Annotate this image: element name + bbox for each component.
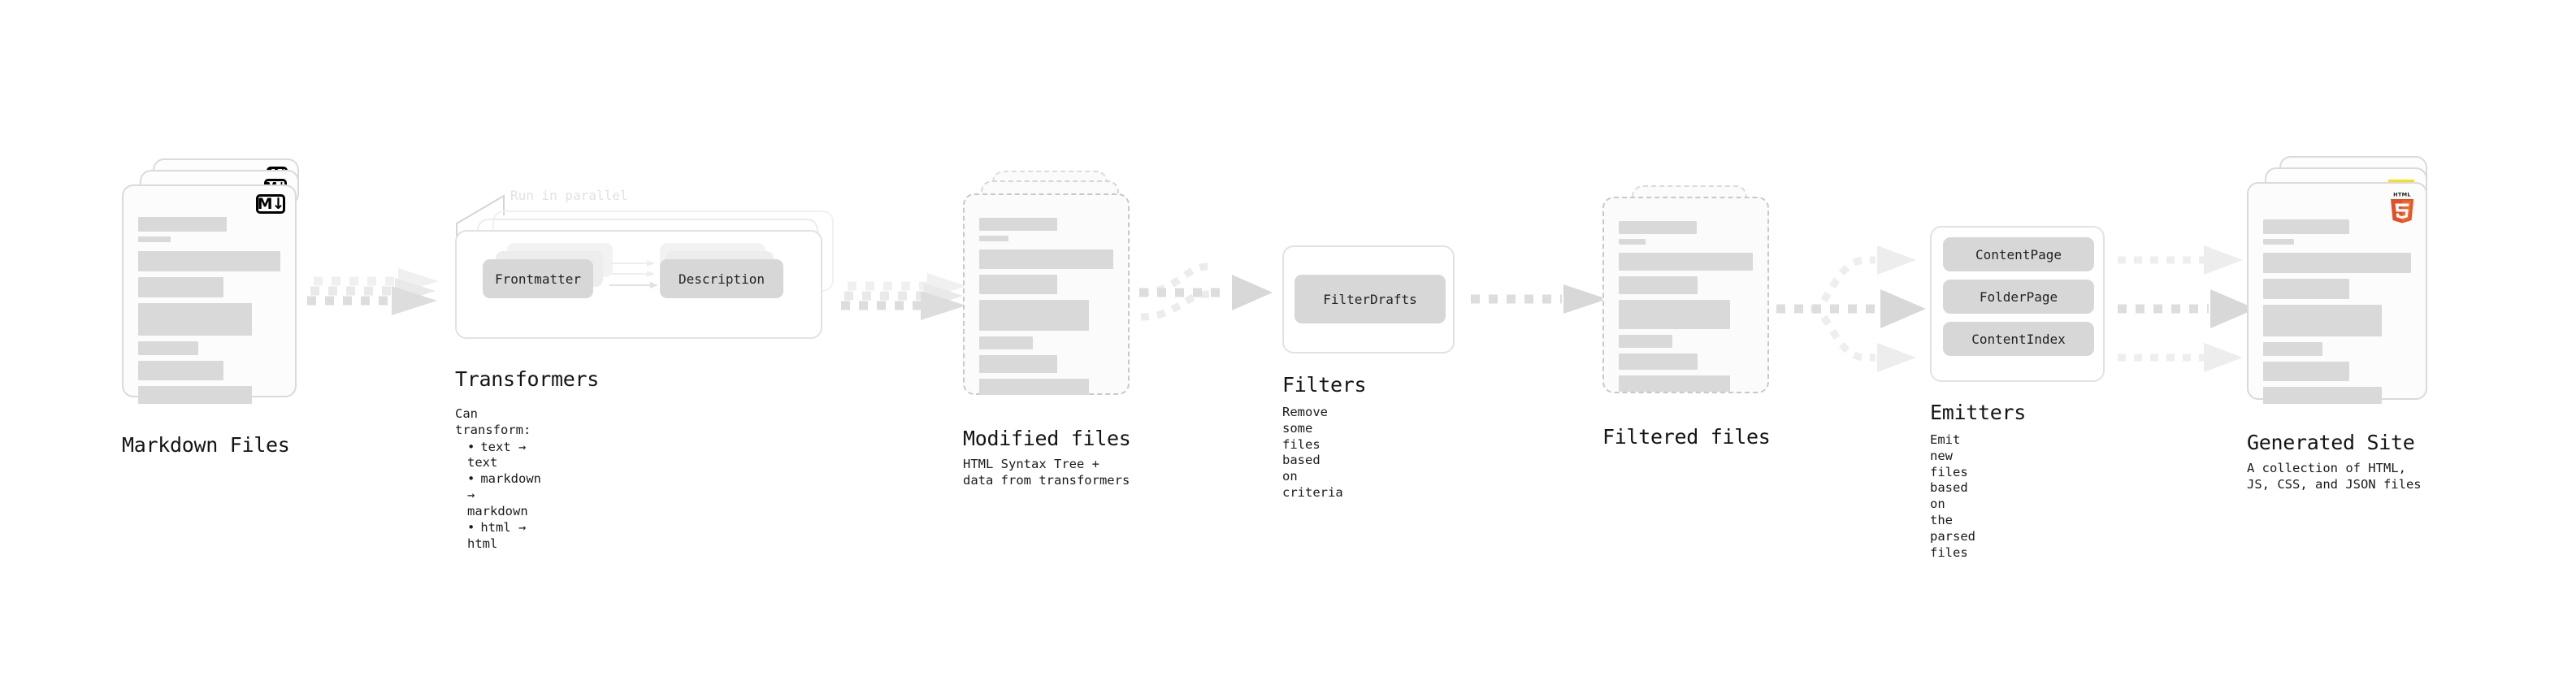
stage-title-markdown-files: Markdown Files <box>122 433 290 457</box>
list-item: markdown → markdown <box>467 471 541 519</box>
site-card-front-html: HTML <box>2247 182 2427 404</box>
modified-card-stack <box>963 171 1150 414</box>
transformers-capabilities-list: text → text markdown → markdown html → h… <box>455 440 541 553</box>
skeleton-bar <box>979 300 1090 331</box>
arrow-modified-to-filters-merge <box>1139 262 1273 321</box>
skeleton-bar <box>1619 335 1672 348</box>
run-in-parallel-label: Run in parallel <box>510 188 628 203</box>
markdown-card-front: M↓ <box>122 184 297 404</box>
skeleton-bar <box>1619 239 1646 245</box>
arrow-markdown-to-transformers <box>307 268 439 315</box>
transformer-group-box: Frontmatter Description <box>455 230 822 339</box>
filtered-card-skeleton <box>1619 221 1753 392</box>
list-item: text → text <box>467 440 541 472</box>
skeleton-bar <box>979 218 1057 231</box>
modified-card-front <box>963 193 1130 395</box>
list-item: html → html <box>467 520 541 553</box>
run-in-parallel-bracket <box>456 194 505 241</box>
stage-subtitle-generated-site: A collection of HTML, JS, CSS, and JSON … <box>2247 461 2422 492</box>
stage-markdown-files: M↓ M↓ M↓ Markdown Fi <box>122 158 317 457</box>
chip-filterdrafts[interactable]: FilterDrafts <box>1295 275 1446 323</box>
skeleton-bar <box>138 277 223 297</box>
skeleton-bar <box>2263 219 2349 234</box>
html5-logo: HTML <box>2388 190 2416 223</box>
arrow-filtered-to-emitters-fanout <box>1776 245 1926 372</box>
skeleton-bar <box>138 217 227 232</box>
skeleton-bar <box>1619 300 1730 329</box>
stage-subtitle-modified-files: HTML Syntax Tree + data from transformer… <box>963 457 1130 488</box>
skeleton-bar <box>138 251 280 271</box>
stage-title-filters: Filters <box>1282 373 1367 397</box>
skeleton-bar <box>2263 342 2322 356</box>
skeleton-bar <box>138 341 198 355</box>
transformers-capabilities-lead: Can transform: <box>455 406 531 437</box>
stage-filtered-files: Filtered files <box>1602 185 1781 449</box>
skeleton-bar <box>138 361 223 380</box>
markdown-card-stack: M↓ M↓ M↓ <box>122 158 317 419</box>
filtered-card-stack <box>1602 185 1781 413</box>
arrow-filters-to-filtered <box>1471 284 1607 314</box>
skeleton-bar <box>2263 387 2382 404</box>
skeleton-bar <box>1619 276 1698 294</box>
skeleton-bar <box>138 236 171 242</box>
stage-title-emitters: Emitters <box>1930 401 2027 424</box>
skeleton-bar <box>979 275 1057 294</box>
chip-contentindex[interactable]: ContentIndex <box>1943 322 2094 356</box>
skeleton-bar <box>979 336 1033 349</box>
site-card-stack: CSS HTML <box>2247 156 2450 424</box>
chip-description[interactable]: Description <box>660 259 783 298</box>
skeleton-bar <box>979 379 1090 395</box>
stage-title-generated-site: Generated Site <box>2247 431 2415 454</box>
html5-logo-svg: HTML <box>2391 192 2413 223</box>
skeleton-bar <box>1619 253 1753 271</box>
chip-folderpage[interactable]: FolderPage <box>1943 280 2094 314</box>
modified-card-skeleton <box>979 218 1113 395</box>
markdown-card-skeleton <box>138 217 280 404</box>
arrow-transformers-to-modified <box>841 273 966 320</box>
transformers-capabilities: Can transform: text → text markdown → ma… <box>455 406 541 552</box>
skeleton-bar <box>138 303 252 336</box>
skeleton-bar <box>138 386 252 404</box>
stage-modified-files: Modified files HTML Syntax Tree + data f… <box>963 171 1150 488</box>
filtered-card-front <box>1602 197 1769 393</box>
stage-subtitle-filters: Remove some files based on criteria <box>1282 405 1343 501</box>
skeleton-bar <box>979 236 1009 241</box>
skeleton-bar <box>2263 362 2349 381</box>
skeleton-bar <box>2263 239 2295 245</box>
skeleton-bar <box>2263 305 2382 336</box>
emitters-group-box: ContentPage FolderPage ContentIndex <box>1930 226 2105 382</box>
svg-text:HTML: HTML <box>2393 192 2411 198</box>
skeleton-bar <box>979 355 1057 373</box>
skeleton-bar <box>979 249 1113 269</box>
stage-generated-site: CSS HTML <box>2247 156 2450 492</box>
transformer-inner-arrows <box>609 260 658 288</box>
skeleton-bar <box>1619 354 1698 370</box>
arrow-emitters-to-site <box>2118 245 2256 372</box>
chip-contentpage[interactable]: ContentPage <box>1943 237 2094 271</box>
chip-frontmatter[interactable]: Frontmatter <box>483 259 593 298</box>
stage-title-filtered-files: Filtered files <box>1602 425 1771 449</box>
stage-subtitle-emitters: Emit new files based on the parsed files <box>1930 432 1975 560</box>
filters-group-box: FilterDrafts <box>1282 245 1455 354</box>
markdown-logo: M↓ <box>256 194 285 214</box>
skeleton-bar <box>1619 221 1697 234</box>
skeleton-bar <box>1619 375 1730 392</box>
stage-title-transformers: Transformers <box>455 367 600 391</box>
skeleton-bar <box>2263 279 2349 299</box>
stage-title-modified-files: Modified files <box>963 427 1131 450</box>
skeleton-bar <box>2263 253 2411 273</box>
site-card-skeleton <box>2263 219 2411 404</box>
